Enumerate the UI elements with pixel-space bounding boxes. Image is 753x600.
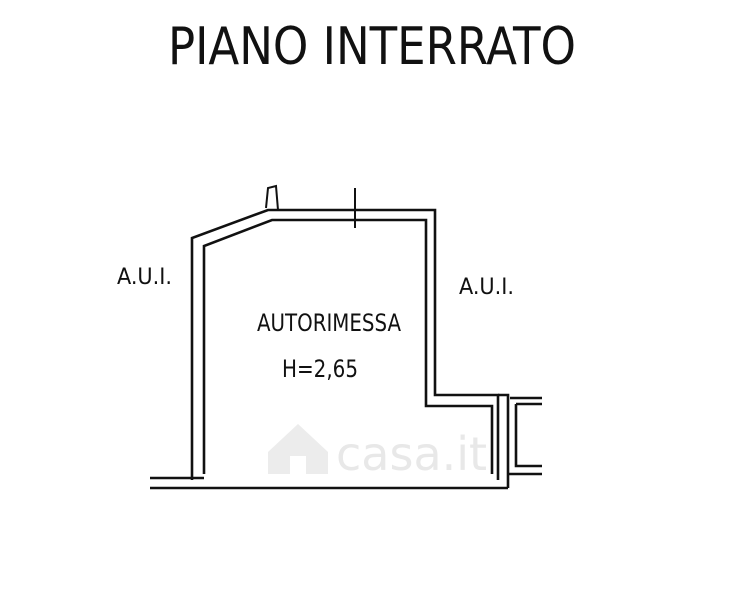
room-walls (150, 184, 542, 490)
right-adjacent-floor (514, 404, 542, 468)
adjacent-unit-right-label: A.U.I. (459, 275, 514, 300)
vent-stub (265, 184, 279, 211)
plan-title: PIANO INTERRATO (168, 17, 576, 77)
inner-wall (202, 218, 494, 474)
watermark-text: casa.it (336, 427, 487, 481)
house-icon (268, 424, 328, 474)
right-step-wall (498, 393, 510, 488)
watermark: casa.it (268, 424, 487, 481)
room-name-label: AUTORIMESSA (257, 309, 401, 337)
room-height-label: H=2,65 (282, 355, 358, 383)
adjacent-unit-left-label: A.U.I. (117, 265, 172, 290)
